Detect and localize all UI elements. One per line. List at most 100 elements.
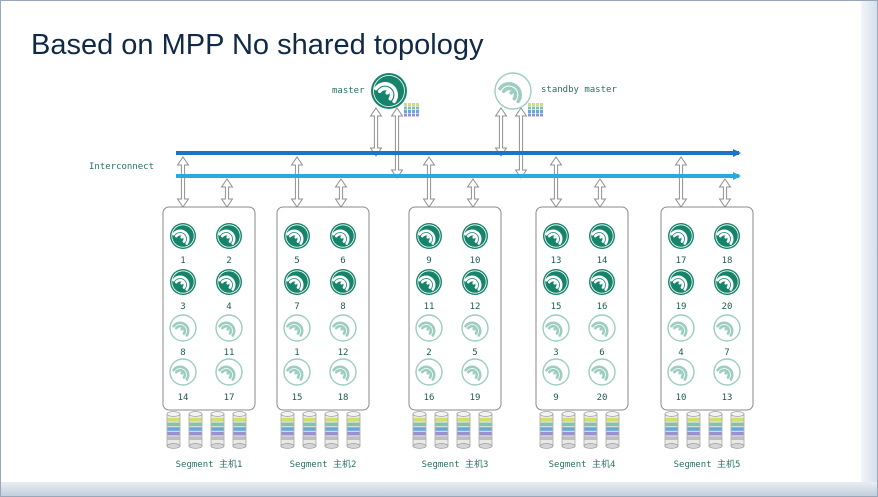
mirror-segment-icon bbox=[542, 358, 570, 386]
segment-2-connector-1 bbox=[290, 156, 304, 208]
segment-host-label: Segment 主机1 bbox=[176, 458, 243, 470]
mirror-segment-number: 13 bbox=[722, 393, 733, 403]
mirror-segment-icon bbox=[415, 358, 443, 386]
master-disk-icon bbox=[404, 103, 419, 117]
disk-icon bbox=[434, 411, 449, 449]
primary-segment-icon bbox=[170, 269, 196, 295]
slide-frame-bottom bbox=[1, 482, 877, 496]
primary-segment-number: 12 bbox=[470, 302, 481, 312]
primary-segment-number: 2 bbox=[226, 256, 231, 266]
primary-segment-number: 8 bbox=[340, 302, 345, 312]
mirror-segment-icon bbox=[461, 358, 489, 386]
primary-segment-icon bbox=[543, 223, 569, 249]
primary-segment-icon bbox=[462, 269, 488, 295]
mirror-segment-number: 20 bbox=[597, 393, 608, 403]
standby-connector-1 bbox=[494, 107, 508, 157]
disk-icon bbox=[346, 411, 361, 449]
mirror-segment-icon bbox=[415, 314, 443, 342]
primary-segment-number: 4 bbox=[226, 302, 231, 312]
segment-1-connector-1 bbox=[176, 156, 190, 208]
primary-segment-number: 6 bbox=[340, 256, 345, 266]
mirror-segment-number: 4 bbox=[678, 348, 683, 358]
master-label: master bbox=[332, 86, 365, 96]
interconnect-label: Interconnect bbox=[89, 162, 154, 172]
disk-icon bbox=[456, 411, 471, 449]
segment-3-connector-1 bbox=[422, 156, 436, 208]
mirror-segment-icon bbox=[169, 314, 197, 342]
primary-segment-icon bbox=[668, 223, 694, 249]
mirror-segment-icon bbox=[169, 358, 197, 386]
mirror-segment-number: 3 bbox=[553, 348, 558, 358]
vertical-connectors bbox=[176, 107, 732, 208]
mirror-segment-icon bbox=[329, 314, 357, 342]
mirror-segment-number: 14 bbox=[178, 393, 189, 403]
master-connector-2 bbox=[390, 107, 404, 179]
segment-5-connector-2 bbox=[718, 178, 732, 208]
mirror-segment-number: 12 bbox=[338, 348, 349, 358]
disk-icon bbox=[280, 411, 295, 449]
primary-segment-number: 3 bbox=[180, 302, 185, 312]
mirror-segment-number: 8 bbox=[180, 348, 185, 358]
primary-segment-number: 18 bbox=[722, 256, 733, 266]
primary-segment-number: 9 bbox=[426, 256, 431, 266]
mirror-segment-number: 17 bbox=[224, 393, 235, 403]
segment-4-connector-2 bbox=[593, 178, 607, 208]
mirror-segment-icon bbox=[215, 314, 243, 342]
mirror-segment-number: 10 bbox=[676, 393, 687, 403]
primary-segment-number: 10 bbox=[470, 256, 481, 266]
primary-segment-icon bbox=[462, 223, 488, 249]
mirror-segment-number: 7 bbox=[724, 348, 729, 358]
primary-segment-icon bbox=[284, 269, 310, 295]
segment-4-connector-1 bbox=[549, 156, 563, 208]
disk-icon bbox=[210, 411, 225, 449]
mirror-segment-number: 1 bbox=[294, 348, 299, 358]
mirror-segment-number: 6 bbox=[599, 348, 604, 358]
mirror-segment-icon bbox=[667, 314, 695, 342]
primary-segment-icon bbox=[170, 223, 196, 249]
mirror-segment-icon bbox=[461, 314, 489, 342]
disk-icon bbox=[478, 411, 493, 449]
primary-segment-number: 7 bbox=[294, 302, 299, 312]
master-connector-1 bbox=[369, 107, 383, 157]
primary-segment-number: 5 bbox=[294, 256, 299, 266]
segment-3-connector-2 bbox=[466, 178, 480, 208]
mirror-segment-icon bbox=[588, 358, 616, 386]
disk-icon bbox=[605, 411, 620, 449]
segment-1-connector-2 bbox=[220, 178, 234, 208]
primary-segment-icon bbox=[589, 269, 615, 295]
mirror-segment-icon bbox=[542, 314, 570, 342]
primary-segment-number: 20 bbox=[722, 302, 733, 312]
primary-segment-icon bbox=[714, 269, 740, 295]
standby-connector-2 bbox=[514, 107, 528, 179]
primary-segment-icon bbox=[216, 269, 242, 295]
segment-host-label: Segment 主机5 bbox=[674, 458, 741, 470]
disk-icon bbox=[302, 411, 317, 449]
mirror-segment-number: 5 bbox=[472, 348, 477, 358]
mirror-segment-number: 15 bbox=[292, 393, 303, 403]
disk-icon bbox=[561, 411, 576, 449]
mirror-segment-icon bbox=[283, 358, 311, 386]
disk-icon bbox=[686, 411, 701, 449]
primary-segment-number: 19 bbox=[676, 302, 687, 312]
mirror-segment-number: 11 bbox=[224, 348, 235, 358]
primary-segment-icon bbox=[416, 269, 442, 295]
mirror-segment-icon bbox=[283, 314, 311, 342]
master-icon bbox=[371, 73, 407, 109]
mirror-segment-icon bbox=[713, 314, 741, 342]
disk-icon bbox=[232, 411, 247, 449]
primary-segment-icon bbox=[216, 223, 242, 249]
primary-segment-number: 14 bbox=[597, 256, 608, 266]
primary-segment-icon bbox=[668, 269, 694, 295]
primary-segment-icon bbox=[714, 223, 740, 249]
slide-frame-right bbox=[861, 1, 877, 496]
segment-host-label: Segment 主机2 bbox=[290, 458, 357, 470]
disk-icon bbox=[664, 411, 679, 449]
primary-segment-icon bbox=[330, 223, 356, 249]
standby-master-disk-icon bbox=[528, 103, 543, 117]
